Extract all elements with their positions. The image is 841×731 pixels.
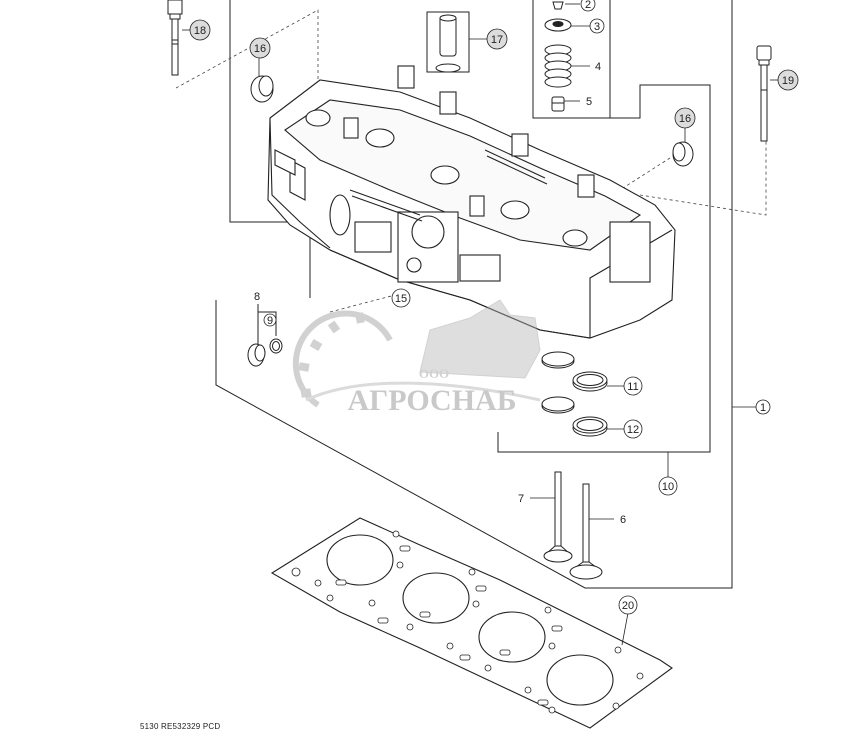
svg-text:16: 16 — [254, 43, 266, 55]
valve-6-intake — [569, 483, 603, 580]
expansion-plug-16-left — [250, 75, 274, 103]
svg-text:1: 1 — [760, 402, 766, 414]
valve-seat-inserts — [541, 351, 608, 437]
gear-icon — [292, 310, 393, 408]
expansion-plug-16-right — [672, 141, 694, 167]
svg-text:ООО: ООО — [419, 366, 449, 381]
svg-text:3: 3 — [594, 21, 600, 33]
callout-1: 1 — [755, 399, 771, 415]
injector-sleeve-17 — [426, 11, 470, 73]
callout-17: 17 — [486, 28, 508, 50]
svg-text:7: 7 — [518, 493, 524, 505]
svg-text:19: 19 — [782, 75, 794, 87]
dashed-leader-19 — [639, 90, 767, 216]
callout-4: 4 — [595, 61, 601, 73]
valve-keepers-2 — [552, 1, 564, 10]
svg-text:8: 8 — [254, 291, 260, 303]
valve-7-exhaust — [543, 471, 573, 563]
callout-leaders — [182, 3, 780, 646]
head-gasket-20 — [270, 517, 673, 729]
callout-7: 7 — [518, 493, 524, 505]
svg-text:18: 18 — [194, 25, 206, 37]
dashed-leader-15 — [329, 294, 396, 313]
callout-20: 20 — [618, 595, 638, 615]
svg-text:20: 20 — [622, 600, 634, 612]
svg-text:2: 2 — [585, 0, 591, 11]
seal-ring-9 — [269, 338, 283, 354]
callout-9: 9 — [263, 313, 277, 327]
watermark-logo: ООО АГРОСНАБ — [292, 299, 541, 417]
callout-16-right: 16 — [674, 107, 696, 129]
dashed-leader-18 — [175, 9, 319, 92]
callout-6: 6 — [620, 514, 626, 526]
callout-5: 5 — [586, 96, 592, 108]
frame-outline-main — [215, 0, 733, 589]
svg-text:11: 11 — [627, 381, 638, 393]
cylinder-head — [267, 65, 676, 339]
svg-text:5: 5 — [586, 96, 592, 108]
head-bolt-19 — [756, 45, 772, 142]
valve-stem-seal-5 — [551, 96, 565, 112]
valve-spring-4 — [544, 44, 572, 88]
svg-text:6: 6 — [620, 514, 626, 526]
callout-15: 15 — [391, 288, 411, 308]
svg-text:9: 9 — [267, 315, 273, 327]
callout-8: 8 — [254, 291, 260, 303]
callout-19: 19 — [777, 69, 799, 91]
frame-outline-valve-spring — [497, 0, 711, 453]
callout-10: 10 — [658, 476, 678, 496]
svg-text:4: 4 — [595, 61, 601, 73]
callout-12: 12 — [623, 419, 643, 439]
svg-text:17: 17 — [491, 34, 503, 46]
combine-harvester-icon — [419, 299, 541, 379]
callout-16-left: 16 — [249, 37, 271, 59]
svg-text:12: 12 — [627, 424, 639, 436]
callout-3: 3 — [589, 18, 605, 34]
callout-2: 2 — [580, 0, 596, 12]
spring-retainer-3 — [544, 18, 572, 32]
plug-8 — [247, 304, 277, 367]
svg-text:15: 15 — [395, 293, 407, 305]
callout-11: 11 — [623, 376, 643, 396]
head-bolt-18 — [167, 0, 183, 76]
svg-text:АГРОСНАБ: АГРОСНАБ — [347, 384, 516, 417]
svg-text:10: 10 — [662, 481, 674, 493]
callout-18: 18 — [189, 19, 211, 41]
drawing-reference: 5130 RE532329 PCD — [140, 722, 221, 731]
svg-text:16: 16 — [679, 113, 691, 125]
